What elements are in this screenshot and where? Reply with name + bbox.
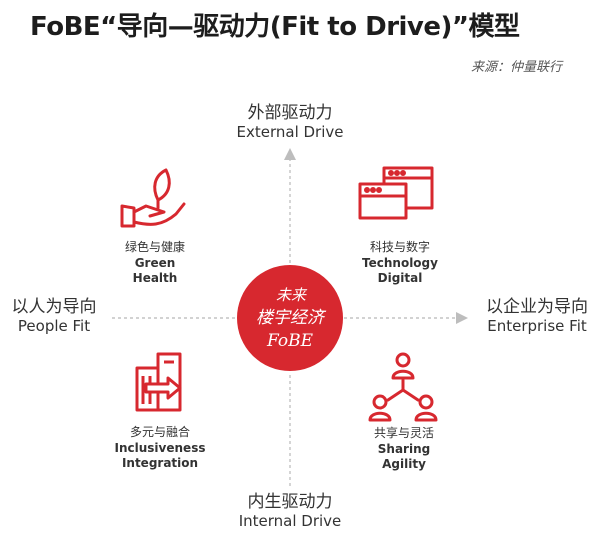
- right-arrowhead: [456, 312, 468, 324]
- quadrant-bl-en2: Integration: [121, 456, 199, 471]
- page-title: FoBE“导向—驱动力(Fit to Drive)”模型: [30, 12, 520, 42]
- quadrant-br-zh: 共享与灵活: [373, 426, 434, 440]
- quadrant-label-top-left: 绿色与健康 Green Health: [100, 240, 210, 287]
- quadrant-tl-en1: Green: [134, 255, 176, 270]
- axis-left-zh: 以人为导向: [11, 297, 97, 317]
- axis-left-en: People Fit: [17, 316, 91, 335]
- axis-bottom-en: Internal Drive: [238, 511, 342, 530]
- axis-top-zh: 外部驱动力: [247, 103, 333, 123]
- axis-bottom-zh: 内生驱动力: [247, 492, 333, 512]
- building-arrow-icon: [135, 352, 182, 412]
- axis-top-en: External Drive: [236, 122, 344, 141]
- quadrant-label-bottom-left: 多元与融合 Inclusiveness Integration: [100, 425, 220, 472]
- axis-label-bottom: 内生驱动力 Internal Drive: [210, 492, 370, 530]
- people-network-icon: [368, 352, 438, 422]
- quadrant-tr-en1: Technology: [362, 255, 438, 270]
- fobe-center-circle: [237, 265, 343, 371]
- browser-windows-icon: [358, 166, 434, 220]
- quadrant-label-bottom-right: 共享与灵活 Sharing Agility: [344, 426, 464, 473]
- quadrant-bl-zh: 多元与融合: [129, 425, 190, 439]
- quadrant-br-en1: Sharing: [377, 441, 431, 456]
- axis-label-top: 外部驱动力 External Drive: [210, 103, 370, 141]
- quadrant-tr-zh: 科技与数字: [369, 240, 430, 254]
- quadrant-bl-en1: Inclusiveness: [114, 440, 206, 455]
- quadrant-tl-en2: Health: [132, 271, 178, 286]
- axis-right-zh: 以企业为导向: [486, 297, 588, 317]
- quadrant-tl-zh: 绿色与健康: [124, 240, 185, 254]
- quadrant-br-en2: Agility: [382, 457, 426, 472]
- center-text-line2: 楼宇经济: [256, 308, 327, 328]
- center-text-line3: FoBE: [266, 331, 314, 351]
- center-text-line1: 未来: [276, 286, 308, 304]
- quadrant-tr-en2: Digital: [377, 271, 423, 286]
- up-arrowhead: [284, 148, 296, 160]
- hand-plant-icon: [120, 168, 186, 228]
- axis-right-en: Enterprise Fit: [487, 316, 587, 335]
- axis-label-right: 以企业为导向 Enterprise Fit: [474, 297, 600, 335]
- axis-label-left: 以人为导向 People Fit: [0, 297, 108, 335]
- source-note: 来源：仲量联行: [470, 60, 562, 75]
- quadrant-label-top-right: 科技与数字 Technology Digital: [340, 240, 460, 287]
